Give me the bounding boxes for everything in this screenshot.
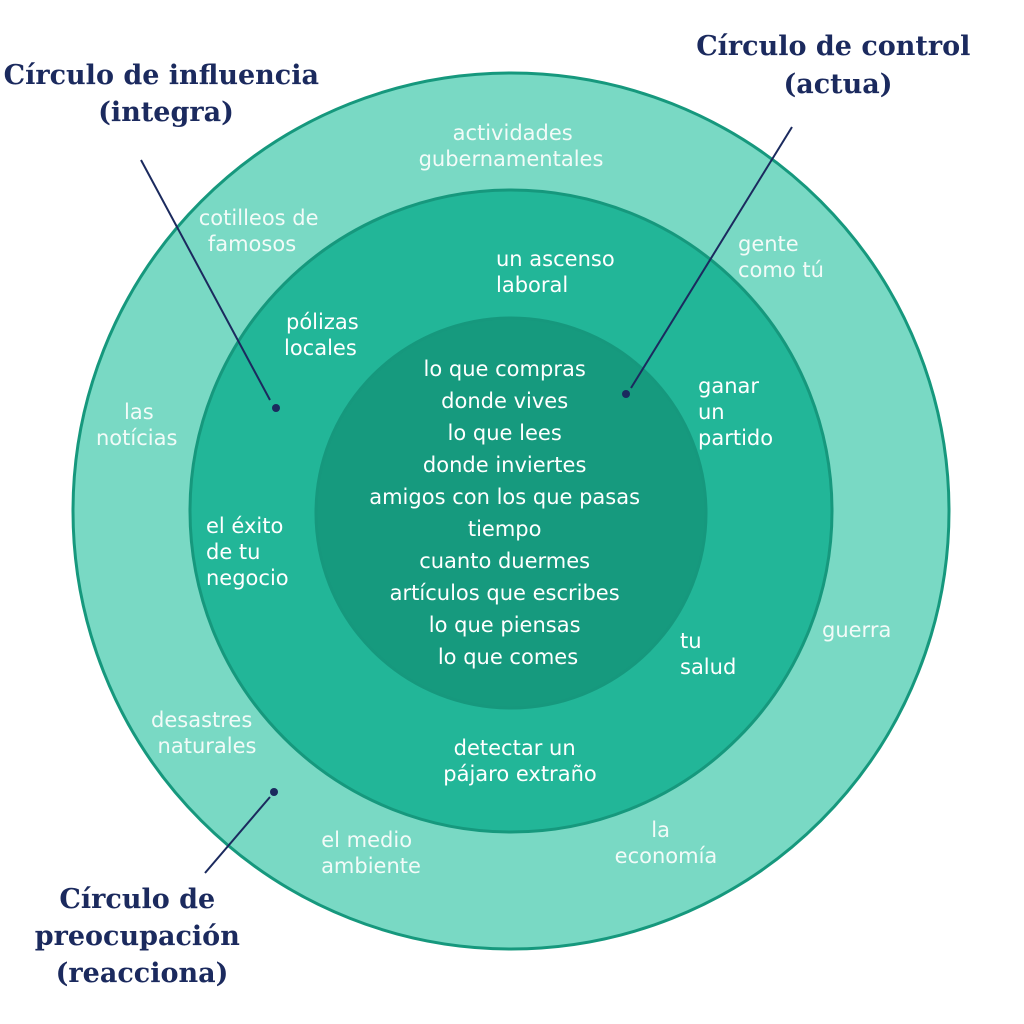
influence-leader: [140, 159, 280, 412]
influence-title-line: Círculo de influencia: [4, 60, 319, 91]
control-item: lo que comes: [438, 645, 578, 669]
concern-item-gente: gente como tú: [738, 232, 824, 282]
control-circle: [314, 316, 708, 710]
influence-item-ascenso: un ascenso laboral: [496, 247, 621, 297]
concern-item-cotilleos: cotilleos de famosos: [199, 206, 325, 256]
control-item: lo que lees: [448, 421, 562, 445]
control-item: tiempo: [468, 517, 542, 541]
concern-item-actividades: actividades gubernamentales: [419, 121, 604, 171]
control-item: donde inviertes: [423, 453, 586, 477]
control-title-line: (actua): [783, 69, 892, 100]
influence-item-pajaro: detectar un pájaro extraño: [443, 736, 596, 786]
influence-item-exito: el éxito de tu negocio: [206, 514, 290, 590]
control-title: Círculo de control (actua): [696, 31, 980, 100]
control-item: artículos que escribes: [390, 581, 620, 605]
control-title-line: Círculo de control: [696, 31, 970, 62]
influence-title: Círculo de influencia (integra): [4, 60, 329, 128]
control-item: donde vives: [441, 389, 568, 413]
concern-item-medio: el medio ambiente: [321, 828, 421, 878]
concern-item-economia: la economía: [615, 818, 718, 868]
influence-title-line: (integra): [98, 97, 234, 128]
concern-title: Círculo de preocupación (reacciona): [35, 884, 249, 989]
control-item: lo que compras: [424, 357, 586, 381]
control-item: cuanto duermes: [419, 549, 590, 573]
concern-item-desastres: desastres naturales: [151, 708, 259, 758]
concern-title-line: Círculo de: [59, 884, 215, 915]
concern-item-guerra: guerra: [822, 618, 891, 642]
control-items: lo que compras donde vives lo que lees d…: [369, 357, 647, 669]
control-item: amigos con los que pasas: [369, 485, 640, 509]
concern-leader: [204, 788, 278, 874]
control-item: lo que piensas: [429, 613, 581, 637]
control-leader: [622, 126, 793, 398]
concern-title-line: preocupación: [35, 921, 240, 952]
influence-item-salud: tu salud: [680, 629, 736, 679]
concern-title-line: (reacciona): [56, 958, 229, 989]
concern-item-noticias: las notícias: [96, 400, 177, 450]
influence-item-partido: ganar un partido: [698, 374, 773, 450]
influence-item-polizas: pólizas locales: [284, 310, 365, 360]
